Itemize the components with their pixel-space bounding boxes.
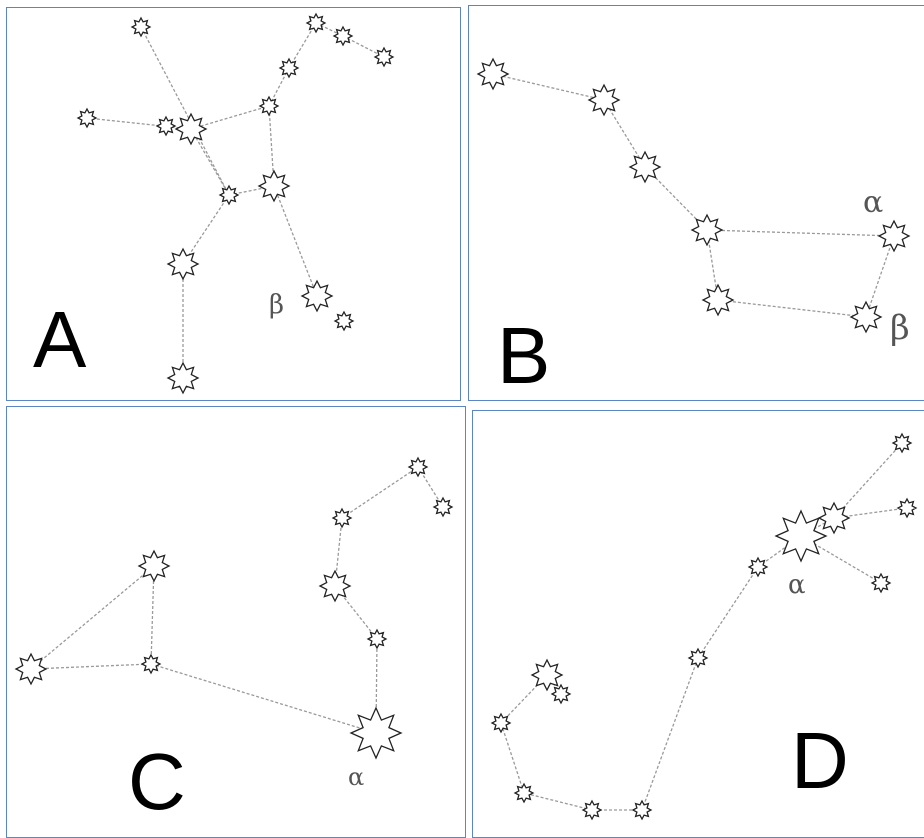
constellation-link <box>375 638 378 734</box>
star-marker <box>318 569 352 603</box>
greek-letter-label: α <box>788 570 806 600</box>
star-marker <box>300 279 334 313</box>
star-marker <box>587 83 621 117</box>
star-marker <box>332 25 354 47</box>
star-marker <box>896 497 918 519</box>
greek-letter-label: α <box>348 763 364 791</box>
star-marker <box>550 683 572 705</box>
star-marker <box>257 169 291 203</box>
star-marker <box>407 456 429 478</box>
panel-letter-b: B <box>497 311 551 400</box>
panel-c: α C <box>6 406 466 838</box>
star-marker <box>130 16 152 38</box>
constellation-link <box>706 229 895 237</box>
star-marker <box>690 213 724 247</box>
star-marker <box>278 57 300 79</box>
star-marker <box>891 432 913 454</box>
star-marker <box>174 112 208 146</box>
constellation-b: αβ <box>476 57 911 348</box>
star-marker <box>870 572 892 594</box>
constellation-link <box>342 35 385 58</box>
constellation-link <box>417 466 444 508</box>
star-marker <box>490 712 512 734</box>
constellation-d: α <box>490 432 918 821</box>
constellation-link <box>182 194 230 265</box>
star-marker <box>166 361 200 395</box>
constellation-link <box>492 73 605 101</box>
greek-letter-label: α <box>863 185 883 220</box>
panel-letter-a: A <box>33 295 87 384</box>
constellation-link <box>697 566 759 659</box>
constellation-link <box>30 663 152 670</box>
constellation-link <box>30 565 155 670</box>
constellation-link <box>341 466 419 519</box>
constellation-link <box>268 67 290 107</box>
panel-a: β A <box>6 7 461 401</box>
constellation-link <box>150 565 155 665</box>
constellation-c: α <box>14 456 454 791</box>
star-marker <box>331 507 353 529</box>
constellation-link <box>641 657 699 811</box>
constellation-link <box>757 535 802 568</box>
star-marker <box>140 653 162 675</box>
constellation-link <box>865 235 895 318</box>
star-marker <box>349 706 403 760</box>
star-marker <box>701 283 735 317</box>
constellation-link <box>140 26 230 196</box>
constellation-a: β <box>76 12 395 395</box>
star-marker <box>76 107 98 129</box>
star-marker <box>432 496 454 518</box>
star-marker <box>530 658 564 692</box>
star-marker <box>747 556 769 578</box>
constellation-link <box>150 663 377 734</box>
constellation-link <box>288 22 317 69</box>
panel-letter-c: C <box>128 737 186 826</box>
constellation-link <box>500 722 525 794</box>
star-marker <box>14 652 48 686</box>
constellation-link <box>833 442 903 519</box>
star-marker <box>155 115 177 137</box>
constellation-link <box>190 105 270 130</box>
star-marker <box>137 549 171 583</box>
star-marker <box>817 501 851 535</box>
constellation-link <box>86 117 192 130</box>
constellation-link <box>717 299 867 318</box>
star-marker <box>366 628 388 650</box>
star-marker <box>476 57 510 91</box>
star-marker <box>581 799 603 821</box>
constellation-link <box>268 105 275 187</box>
constellation-link <box>603 99 646 168</box>
star-marker <box>628 150 662 184</box>
star-marker <box>849 300 883 334</box>
greek-letter-label: β <box>269 290 284 320</box>
star-marker <box>513 782 535 804</box>
star-marker <box>687 647 709 669</box>
star-marker <box>774 509 828 563</box>
constellation-link <box>190 128 230 196</box>
star-marker <box>218 184 240 206</box>
constellation-link <box>273 185 318 297</box>
constellation-link <box>523 792 593 811</box>
star-marker <box>333 310 355 332</box>
star-marker <box>258 95 280 117</box>
star-marker <box>373 46 395 68</box>
star-marker <box>305 12 327 34</box>
star-marker <box>166 247 200 281</box>
star-marker <box>877 219 911 253</box>
star-marker <box>631 799 653 821</box>
panel-d: α D <box>472 410 924 838</box>
panel-letter-d: D <box>791 716 849 805</box>
greek-letter-label: β <box>890 308 910 348</box>
